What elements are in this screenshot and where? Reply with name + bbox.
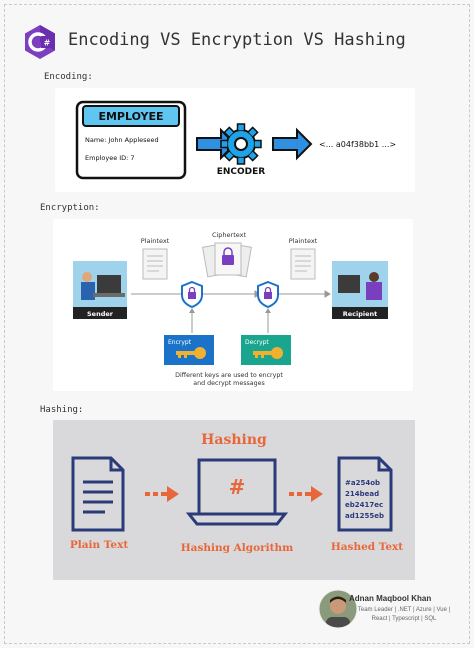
sender-label: Sender	[87, 310, 114, 318]
encoder-label: ENCODER	[217, 167, 266, 177]
encryption-card: Plaintext Ciphertext Plaintext	[53, 219, 413, 391]
ciphertext-label: Ciphertext	[212, 231, 247, 239]
hashing-algorithm-label: Hashing Algorithm	[181, 542, 294, 554]
decrypt-shield-icon	[257, 280, 279, 309]
author-name: Adnan Maqbool Khan	[349, 594, 432, 603]
gear-icon	[220, 123, 262, 165]
author-roles: Team Leader | .NET | Azure | Vue | React…	[357, 607, 451, 622]
encrypt-key-icon: Encrypt	[164, 335, 214, 365]
decrypt-key-icon: Decrypt	[241, 335, 291, 365]
hashed-text-document-icon: #a254ob 214bead eb2417ec ad1255eb	[337, 456, 393, 532]
encoding-diagram: EMPLOYEE Name: John Appleseed Employee I…	[75, 100, 396, 180]
hash-line: 214bead	[345, 490, 379, 498]
plaintext-document-icon	[290, 248, 316, 280]
dashed-arrow-right-icon	[145, 486, 179, 502]
csharp-logo-icon: #	[25, 25, 55, 59]
plain-text-label: Plain Text	[70, 539, 129, 551]
page-title: Encoding VS Encryption VS Hashing	[68, 30, 406, 50]
svg-text:#: #	[44, 39, 51, 48]
author-avatar	[318, 589, 358, 629]
encryption-caption-line-2: and decrypt messages	[193, 380, 265, 387]
encoding-label: Encoding:	[44, 72, 93, 82]
hashing-label: Hashing:	[40, 405, 84, 415]
hashing-card: Hashing Plain Text # Hashing Algorithm	[53, 420, 415, 580]
hashing-diagram: Hashing Plain Text # Hashing Algorithm	[70, 432, 404, 554]
hash-line: eb2417ec	[345, 501, 383, 509]
dashed-arrow-right-icon	[289, 486, 323, 502]
header: # Encoding VS Encryption VS Hashing	[22, 24, 452, 60]
decrypt-key-label: Decrypt	[245, 339, 269, 346]
badge-id-line: Employee ID: 7	[85, 154, 135, 162]
encryption-diagram: Plaintext Ciphertext Plaintext	[73, 231, 388, 387]
badge-name-line: Name: John Appleseed	[85, 136, 159, 144]
laptop-icon: #	[185, 458, 289, 526]
ciphertext-document-icon	[201, 242, 253, 278]
page-frame	[4, 4, 470, 644]
hash-line: #a254ob	[345, 479, 380, 487]
plaintext-right-label: Plaintext	[289, 237, 318, 245]
encrypt-key-label: Encrypt	[168, 339, 192, 346]
hashed-text-label: Hashed Text	[331, 541, 403, 553]
plaintext-document-icon	[142, 248, 168, 280]
recipient-label: Recipient	[343, 310, 378, 318]
encoding-card: EMPLOYEE Name: John Appleseed Employee I…	[55, 88, 415, 192]
sender-avatar: Sender	[73, 261, 127, 319]
encrypt-shield-icon	[181, 280, 203, 309]
plain-text-document-icon	[71, 456, 125, 532]
arrow-right-icon	[272, 127, 313, 161]
encoded-output: <... a04f38bb1 ...>	[319, 140, 396, 149]
recipient-avatar: Recipient	[332, 261, 388, 319]
encryption-caption-line-1: Different keys are used to encrypt	[175, 372, 283, 379]
plaintext-left-label: Plaintext	[141, 237, 170, 245]
badge-title: EMPLOYEE	[98, 110, 163, 123]
hashing-heading: Hashing	[201, 432, 267, 448]
encryption-label: Encryption:	[40, 203, 100, 213]
hash-symbol: #	[229, 475, 246, 499]
hash-line: ad1255eb	[345, 512, 384, 520]
